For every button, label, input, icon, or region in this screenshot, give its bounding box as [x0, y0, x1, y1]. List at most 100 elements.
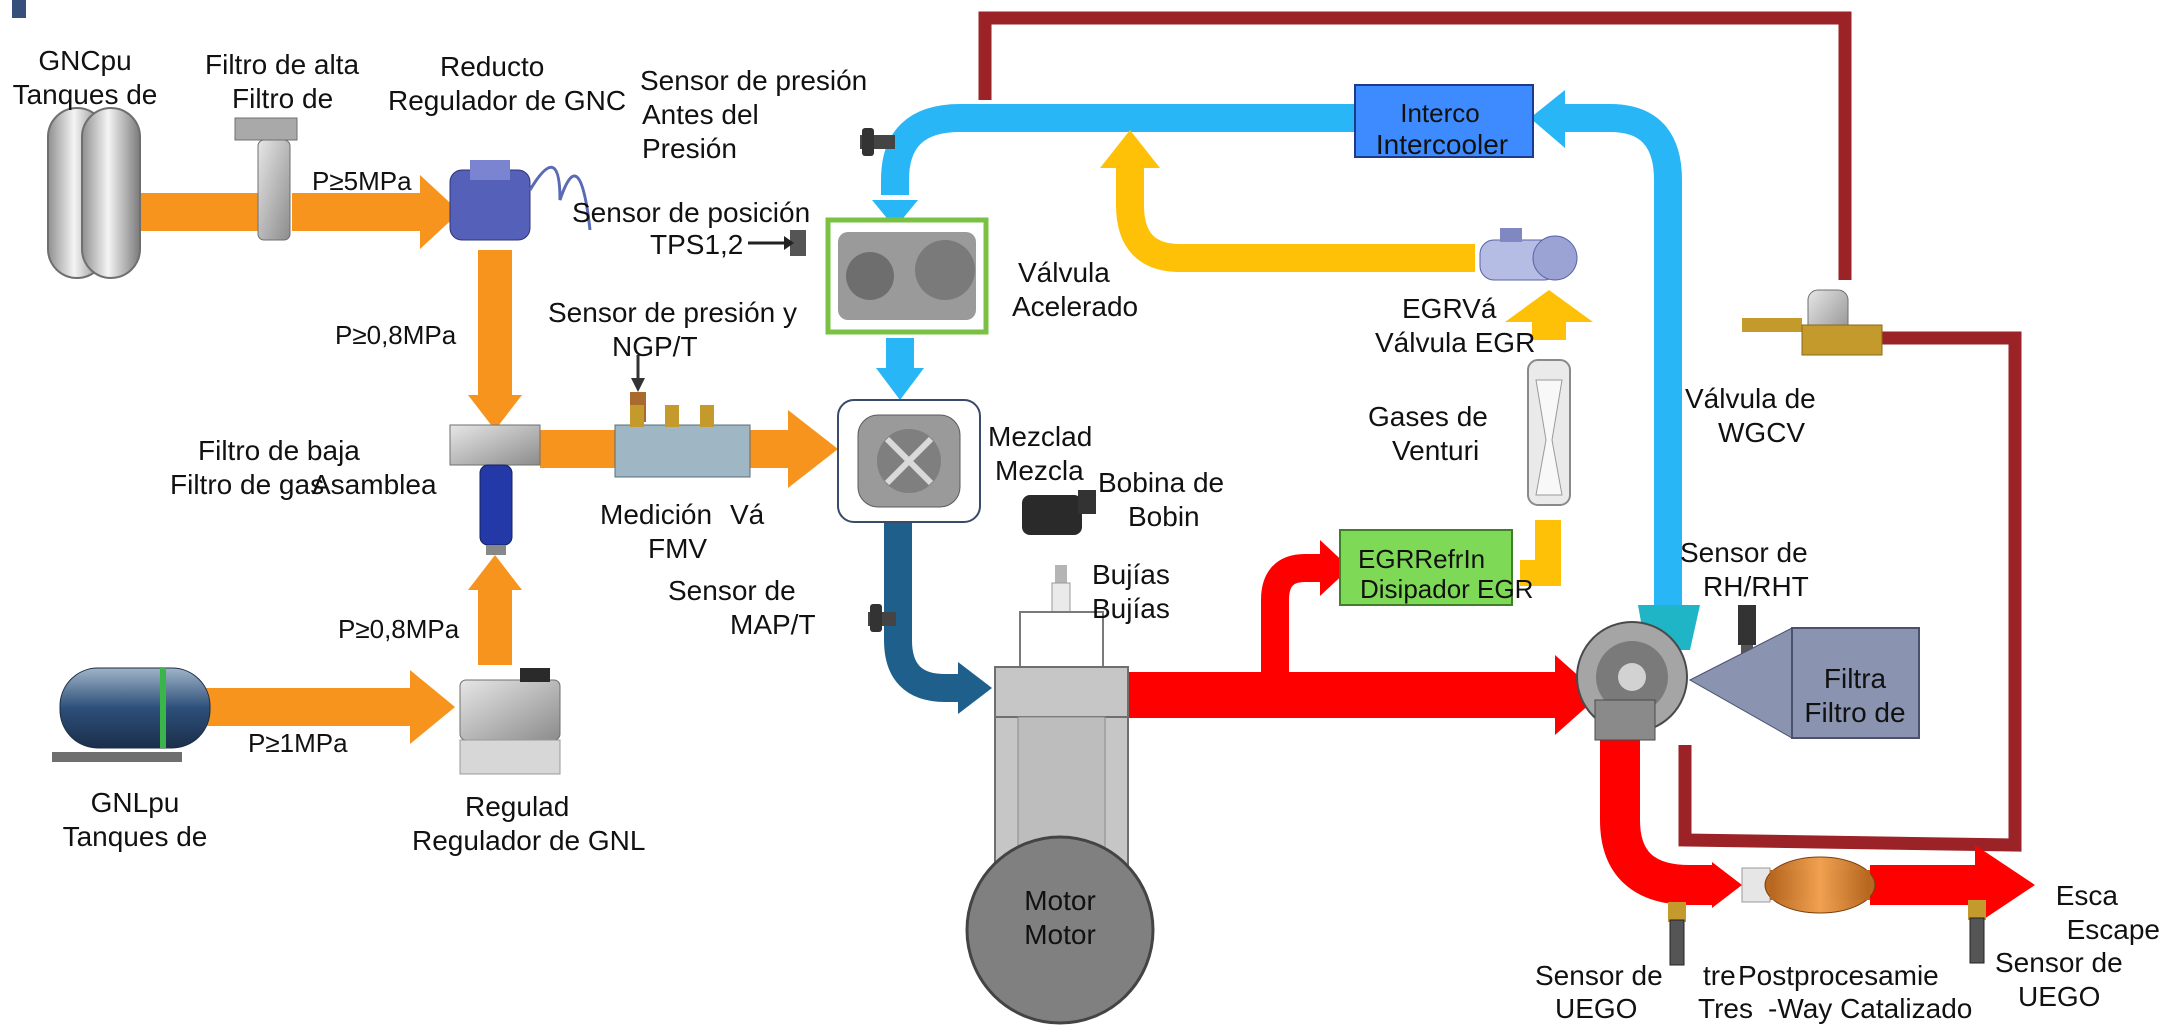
low-pressure-filter — [449, 424, 541, 555]
label-venturi: Gases de Venturi — [1368, 401, 1488, 466]
charge-air-line — [881, 104, 1682, 610]
turbocharger — [1576, 621, 1688, 741]
label-egr-cooler: EGRRefrIn Disipador EGR — [1358, 544, 1533, 604]
svg-text:Esca: Esca — [2056, 880, 2119, 911]
label-fmv: Medición Vá FMV — [600, 499, 765, 564]
label-lng-tanks: GNLpu Tanques de — [63, 787, 208, 852]
uego-sensor-2 — [1968, 900, 1986, 964]
label-p-08-top: P≥0,8MPa — [335, 320, 457, 350]
label-wgcv: Válvula de WGCV — [1685, 383, 1816, 448]
svg-text:Válvula: Válvula — [1018, 257, 1110, 288]
lng-tank — [52, 667, 211, 762]
label-uego-1: Sensor de UEGO — [1535, 960, 1663, 1024]
svg-text:Sensor de: Sensor de — [1680, 537, 1808, 568]
gas-supply-lines — [135, 175, 838, 744]
label-p-1mpa: P≥1MPa — [248, 728, 348, 758]
label-pressure-sensor: Sensor de presión Antes del Presión — [640, 65, 867, 164]
svg-text:-Way Catalizado: -Way Catalizado — [1768, 993, 1972, 1024]
label-air-filter: Filtra Filtro de — [1804, 663, 1905, 728]
map-sensor — [868, 604, 896, 632]
svg-text:Tres: Tres — [1698, 993, 1753, 1024]
svg-text:Intercooler: Intercooler — [1376, 129, 1508, 160]
cng-tanks — [47, 107, 141, 279]
svg-text:Motor: Motor — [1024, 919, 1096, 950]
label-escape: Esca Escape — [2056, 880, 2160, 945]
svg-text:Regulador de GNC: Regulador de GNC — [388, 85, 626, 116]
svg-text:Acelerado: Acelerado — [1012, 291, 1138, 322]
svg-text:Motor: Motor — [1024, 885, 1096, 916]
corner-mark — [12, 0, 26, 18]
engine — [965, 611, 1155, 1025]
lng-regulator — [459, 668, 561, 775]
svg-text:RH/RHT: RH/RHT — [1703, 571, 1809, 602]
svg-text:Interco: Interco — [1400, 98, 1480, 128]
svg-text:Filtra: Filtra — [1824, 663, 1887, 694]
svg-text:Sensor de: Sensor de — [668, 575, 796, 606]
wgcv-valve — [1742, 289, 1883, 356]
label-ngp: Sensor de presión y NGP/T — [548, 297, 797, 362]
svg-text:Tanques de: Tanques de — [63, 821, 208, 852]
label-mixer: Mezclad Mezcla — [988, 421, 1092, 486]
svg-text:Escape: Escape — [2067, 914, 2160, 945]
label-post-treatment: Postprocesamie -Way Catalizado — [1738, 960, 1972, 1024]
ignition-coil — [1022, 490, 1096, 535]
label-lp-filter: Filtro de baja Filtro de gas Asamblea — [170, 435, 437, 500]
svg-text:TPS1,2: TPS1,2 — [650, 229, 743, 260]
svg-text:Bobin: Bobin — [1128, 501, 1200, 532]
svg-text:Bujías: Bujías — [1092, 593, 1170, 624]
label-egr-valve: EGRVá Válvula EGR — [1375, 293, 1535, 358]
svg-text:Mezclad: Mezclad — [988, 421, 1092, 452]
svg-text:Sensor de: Sensor de — [1535, 960, 1663, 991]
svg-text:GNLpu: GNLpu — [91, 787, 180, 818]
egr-cooler — [1339, 529, 1513, 606]
svg-text:Disipador EGR: Disipador EGR — [1360, 574, 1533, 604]
label-cng-tanks: GNCpu Tanques de — [13, 45, 158, 110]
high-pressure-filter — [234, 117, 298, 241]
svg-text:Bujías: Bujías — [1092, 559, 1170, 590]
svg-text:Mezcla: Mezcla — [995, 455, 1084, 486]
label-rh-sensor: Sensor de RH/RHT — [1680, 537, 1809, 602]
label-throttle: Válvula Acelerado — [1012, 257, 1138, 322]
svg-text:Válvula EGR: Válvula EGR — [1375, 327, 1535, 358]
uego-sensor-1 — [1668, 902, 1686, 966]
svg-text:Antes del: Antes del — [642, 99, 759, 130]
mixer — [837, 399, 981, 523]
intake-manifold-line — [884, 520, 992, 714]
svg-text:Sensor de presión: Sensor de presión — [640, 65, 867, 96]
svg-text:FMV: FMV — [648, 533, 707, 564]
air-filter — [1688, 627, 1920, 739]
label-map: Sensor de MAP/T — [668, 575, 816, 640]
label-three-way: tre Tres — [1698, 960, 1753, 1024]
egr-line — [1100, 130, 1593, 586]
svg-text:Filtro de: Filtro de — [1804, 697, 1905, 728]
svg-text:Filtro de gas: Filtro de gas — [170, 469, 324, 500]
cng-regulator — [449, 160, 592, 241]
svg-text:Tanques de: Tanques de — [13, 79, 158, 110]
venturi — [1527, 359, 1571, 506]
svg-text:Vá: Vá — [730, 499, 765, 530]
svg-text:WGCV: WGCV — [1718, 417, 1805, 448]
svg-text:Filtro de baja: Filtro de baja — [198, 435, 360, 466]
wastegate-control-lines — [978, 11, 2022, 852]
svg-text:Filtro de alta: Filtro de alta — [205, 49, 359, 80]
label-lng-regulator: Regulad Regulador de GNL — [412, 791, 645, 856]
svg-text:Válvula de: Válvula de — [1685, 383, 1816, 414]
svg-text:NGP/T: NGP/T — [612, 331, 698, 362]
svg-text:Bobina de: Bobina de — [1098, 467, 1224, 498]
pressure-sensor-top — [860, 128, 895, 156]
svg-text:EGRVá: EGRVá — [1402, 293, 1497, 324]
svg-text:EGRRefrIn: EGRRefrIn — [1358, 544, 1485, 574]
svg-text:Regulador de GNL: Regulador de GNL — [412, 825, 645, 856]
label-plugs: Bujías Bujías — [1092, 559, 1170, 624]
svg-text:Asamblea: Asamblea — [312, 469, 437, 500]
svg-text:UEGO: UEGO — [1555, 993, 1637, 1024]
svg-text:tre: tre — [1703, 960, 1736, 991]
svg-text:UEGO: UEGO — [2018, 981, 2100, 1012]
label-p-08-bottom: P≥0,8MPa — [338, 614, 460, 644]
label-hp-filter: Filtro de alta Filtro de — [205, 49, 359, 114]
egr-valve — [1479, 228, 1578, 281]
label-cng-regulator: Reducto Regulador de GNC — [388, 51, 626, 116]
svg-text:MAP/T: MAP/T — [730, 609, 816, 640]
charge-air-arrowheads — [872, 90, 1565, 400]
